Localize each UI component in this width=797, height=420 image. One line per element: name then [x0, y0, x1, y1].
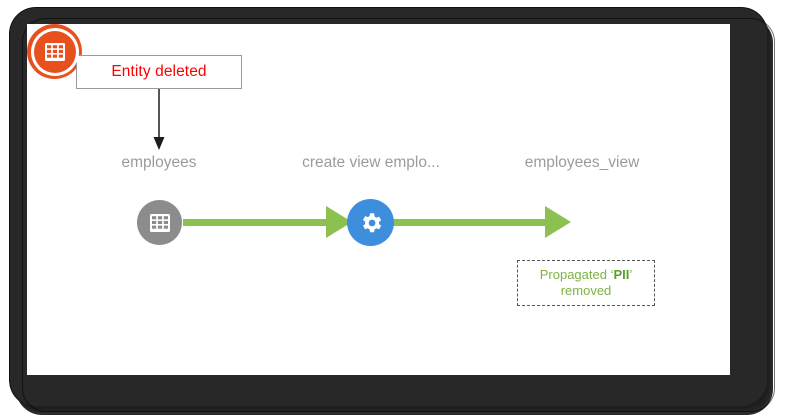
annotation-prefix: Propagated ‘ — [539, 266, 614, 282]
propagated-classification-annotation: Propagated ‘PII’ removed — [517, 260, 655, 306]
edge-arrowhead-2-icon — [545, 206, 571, 238]
edge-process-to-target — [393, 219, 549, 226]
entity-deleted-callout: Entity deleted — [76, 55, 242, 89]
bezel-inner-edge — [22, 18, 775, 412]
annotation-line-2: removed — [560, 283, 612, 298]
node-employees[interactable] — [137, 200, 182, 245]
node-create-view-process[interactable] — [347, 199, 394, 246]
annotation-tag: PII — [613, 266, 630, 282]
table-icon — [149, 213, 170, 232]
edge-source-to-process — [183, 219, 330, 226]
node-core — [33, 30, 76, 73]
annotation-suffix: ’ — [629, 266, 633, 282]
node-label-employees-view: employees_view — [524, 154, 640, 171]
node-label-employees: employees — [121, 154, 197, 171]
lineage-canvas[interactable]: Entity deleted employees create view emp… — [27, 24, 730, 375]
gear-icon — [362, 212, 381, 232]
entity-deleted-label: Entity deleted — [111, 63, 207, 81]
table-icon — [44, 42, 65, 61]
annotation-line-1: Propagated ‘PII’ — [540, 267, 633, 283]
node-label-create-view: create view emplo... — [302, 154, 440, 171]
node-employees-view[interactable] — [27, 24, 82, 79]
